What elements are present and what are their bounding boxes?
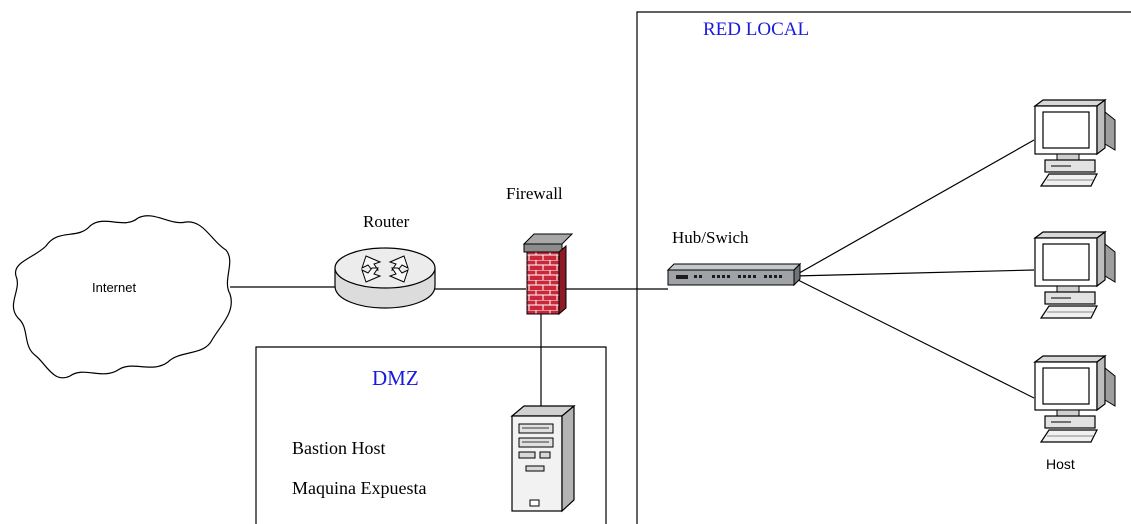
desktop-computer-icon	[1035, 100, 1115, 186]
dmz-title: DMZ	[372, 366, 419, 391]
router-icon	[335, 248, 435, 308]
red-local-title: RED LOCAL	[703, 19, 809, 41]
internet-label: Internet	[92, 280, 136, 295]
desktop-computer-icon	[1035, 232, 1115, 318]
link-hub-host-1	[794, 140, 1034, 276]
hub-switch-label: Hub/Swich	[672, 228, 749, 248]
cloud-icon	[13, 216, 231, 378]
link-hub-host-3	[794, 278, 1034, 398]
firewall-icon	[524, 234, 572, 314]
link-hub-host-2	[794, 270, 1034, 276]
hub-switch-icon	[668, 264, 800, 285]
host-label: Host	[1046, 456, 1075, 472]
router-label: Router	[363, 212, 409, 232]
tower-server-icon	[512, 406, 574, 511]
maquina-expuesta-label: Maquina Expuesta	[292, 478, 426, 499]
desktop-computer-icon	[1035, 356, 1115, 442]
firewall-label: Firewall	[506, 184, 563, 204]
bastion-host-label: Bastion Host	[292, 438, 386, 459]
